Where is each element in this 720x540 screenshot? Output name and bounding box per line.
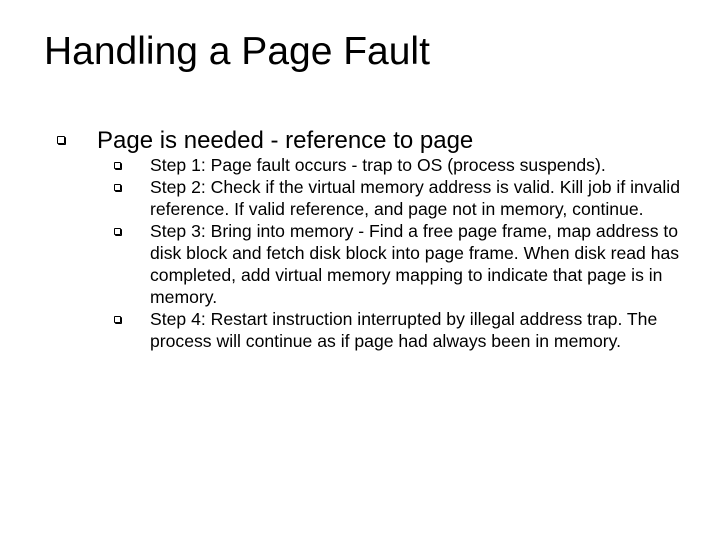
sub-bullet-step-1: Step 1: Page fault occurs - trap to OS (… <box>114 154 690 176</box>
sub-bullet-list: Step 1: Page fault occurs - trap to OS (… <box>114 154 690 352</box>
sub-bullet-step-2: Step 2: Check if the virtual memory addr… <box>114 176 690 220</box>
sub-bullet-step-3: Step 3: Bring into memory - Find a free … <box>114 220 690 308</box>
square-bullet-icon <box>114 184 121 191</box>
square-bullet-icon <box>114 228 121 235</box>
sub-bullet-step-4: Step 4: Restart instruction interrupted … <box>114 308 690 352</box>
sub-bullet-text: Step 3: Bring into memory - Find a free … <box>150 221 680 307</box>
slide-title: Handling a Page Fault <box>44 30 430 73</box>
main-bullet-text: Page is needed - reference to page <box>97 127 474 154</box>
sub-bullet-text: Step 2: Check if the virtual memory addr… <box>150 177 680 219</box>
square-bullet-icon <box>57 136 65 144</box>
sub-bullet-text: Step 4: Restart instruction interrupted … <box>150 309 658 351</box>
sub-bullet-text: Step 1: Page fault occurs - trap to OS (… <box>150 155 606 175</box>
square-bullet-icon <box>114 316 121 323</box>
square-bullet-icon <box>114 162 121 169</box>
